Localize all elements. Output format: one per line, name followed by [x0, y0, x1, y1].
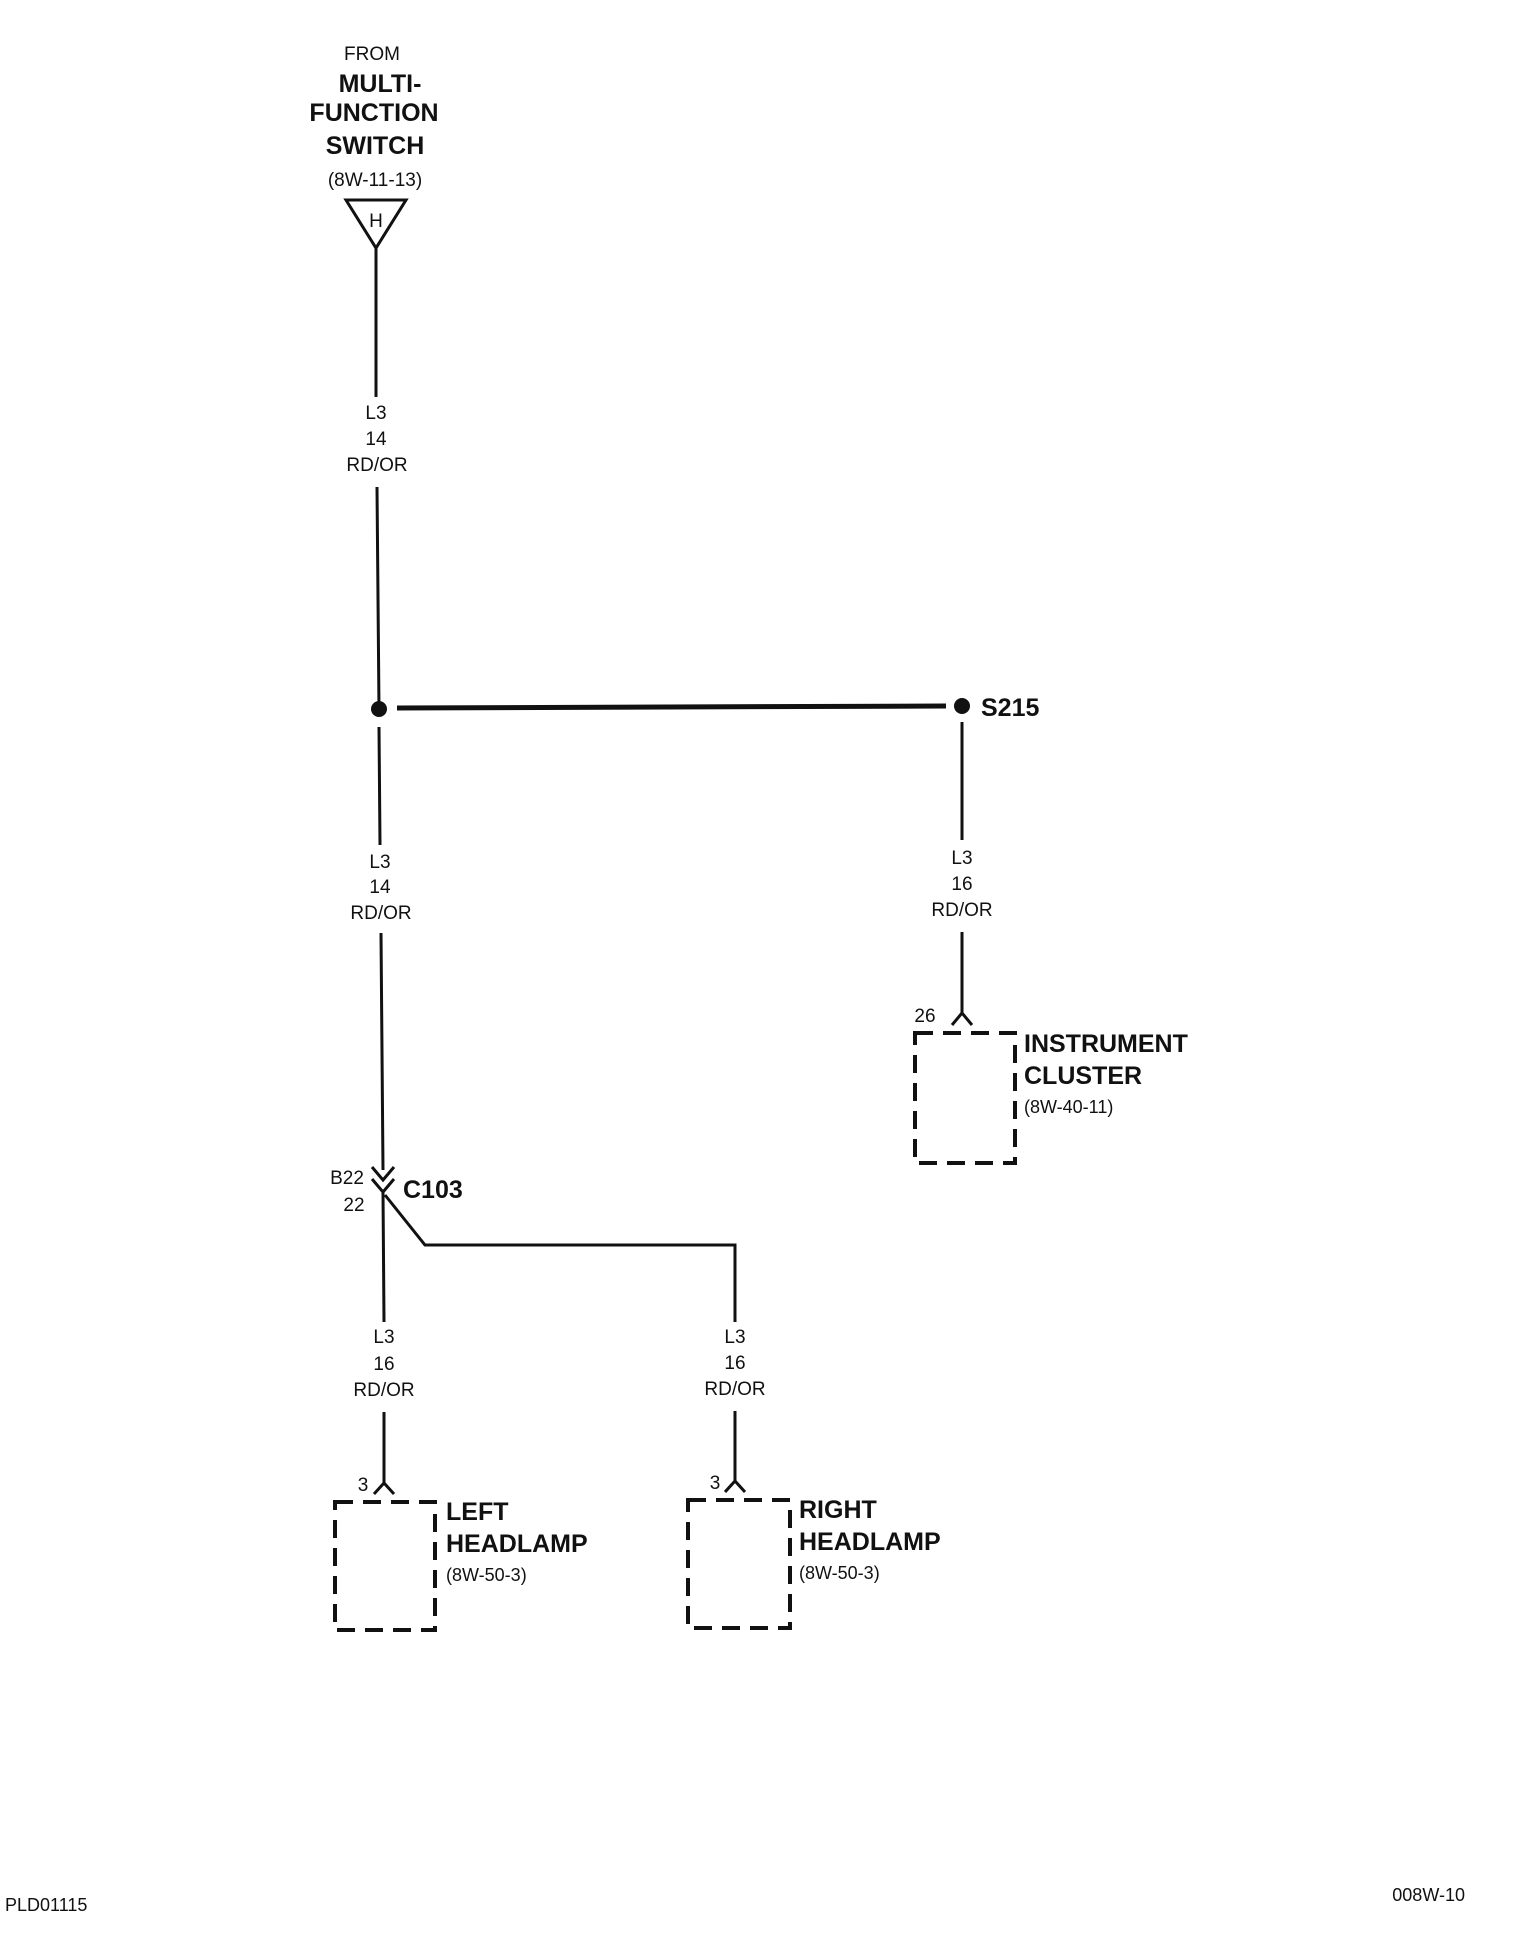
splice-dot-right — [954, 698, 970, 714]
connector-triangle-icon — [343, 198, 409, 251]
wire-left-circuit: L3 — [373, 1327, 394, 1348]
wire-main-mid-lower — [379, 932, 385, 1171]
footer-right-code: 008W-10 — [1392, 1885, 1465, 1905]
c103-cavity-bottom: 22 — [343, 1195, 364, 1216]
cluster-name-line-1: INSTRUMENT — [1024, 1030, 1188, 1058]
cluster-name-line-2: CLUSTER — [1024, 1062, 1142, 1090]
wire-right-gauge: 16 — [724, 1353, 745, 1374]
left-headlamp-name-line-2: HEADLAMP — [446, 1530, 588, 1558]
wire-main-top-circuit: L3 — [365, 403, 386, 424]
source-name-line-3: SWITCH — [326, 132, 425, 160]
wire-main-mid-upper — [377, 726, 382, 846]
wire-right-color: RD/OR — [704, 1379, 765, 1400]
pin-arrow-icon — [723, 1478, 747, 1494]
component-left-headlamp: 3 LEFT HEADLAMP (8W-50-3) — [333, 1475, 588, 1632]
c103-cavity-top: B22 — [330, 1168, 364, 1189]
splice-bus — [396, 703, 947, 711]
right-headlamp-name-line-1: RIGHT — [799, 1496, 877, 1524]
left-headlamp-name-line-1: LEFT — [446, 1498, 509, 1526]
right-headlamp-name-line-2: HEADLAMP — [799, 1528, 941, 1556]
wire-left-color: RD/OR — [353, 1380, 414, 1401]
wire-branch-right — [383, 1194, 737, 1322]
right-headlamp-box — [686, 1498, 792, 1630]
right-headlamp-ref: (8W-50-3) — [799, 1563, 880, 1583]
source-ref: (8W-11-13) — [328, 170, 422, 191]
source-name-line-2: FUNCTION — [309, 99, 438, 127]
left-headlamp-pin: 3 — [358, 1475, 369, 1496]
cluster-box — [913, 1031, 1017, 1165]
c103-label: C103 — [403, 1176, 463, 1204]
wire-left-feed-upper — [381, 1191, 386, 1323]
wire-main-top-gauge: 14 — [365, 429, 387, 450]
left-headlamp-ref: (8W-50-3) — [446, 1565, 527, 1585]
wire-right-circuit: L3 — [724, 1327, 745, 1348]
wire-main-top-lower — [375, 486, 381, 710]
left-headlamp-box — [333, 1500, 437, 1632]
component-right-headlamp: 3 RIGHT HEADLAMP (8W-50-3) — [686, 1473, 941, 1630]
connector-letter: H — [369, 211, 383, 232]
splice-label: S215 — [981, 694, 1039, 722]
wire-main-mid-gauge: 14 — [369, 877, 391, 898]
pin-arrow-icon — [372, 1480, 396, 1496]
right-headlamp-pin: 3 — [710, 1473, 721, 1494]
cluster-pin: 26 — [914, 1006, 935, 1027]
wire-cluster-gauge: 16 — [951, 874, 972, 895]
connector-c103: B22 22 C103 — [330, 1166, 463, 1216]
pin-arrow-icon — [950, 1010, 974, 1026]
wire-main-mid-color: RD/OR — [350, 903, 411, 924]
wire-cluster-circuit: L3 — [951, 848, 972, 869]
wire-left-gauge: 16 — [373, 1354, 394, 1375]
wire-main-mid-circuit: L3 — [369, 852, 390, 873]
footer-left-code: PLD01115 — [5, 1895, 87, 1915]
connector-chevron-icon — [370, 1166, 396, 1195]
component-instrument-cluster: 26 INSTRUMENT CLUSTER (8W-40-11) — [913, 1006, 1188, 1165]
cluster-ref: (8W-40-11) — [1024, 1097, 1113, 1117]
source-prefix: FROM — [344, 44, 400, 65]
source-name-line-1: MULTI- — [339, 70, 422, 98]
splice-dot-left — [371, 701, 387, 717]
wire-cluster-color: RD/OR — [931, 900, 992, 921]
source-multifunction-switch: FROM MULTI- FUNCTION SWITCH (8W-11-13) H — [309, 44, 439, 251]
wire-main-top-color: RD/OR — [346, 455, 407, 476]
